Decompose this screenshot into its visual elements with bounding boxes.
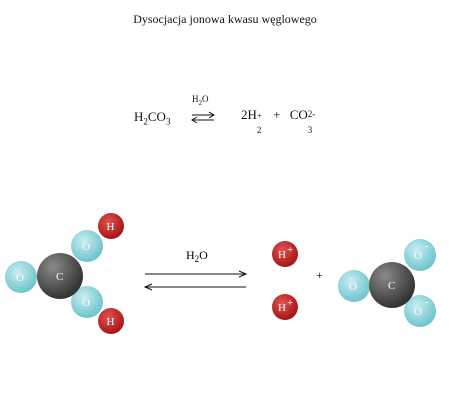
- forward-arrow-head: [208, 111, 215, 119]
- diagram-backward-arrow-head: [143, 283, 153, 291]
- carbonate-oxygen-label-left: O: [349, 281, 357, 293]
- carbonate-oxygen-label-lower: O: [414, 306, 422, 318]
- diagram-title: Dysocjacja jonowa kwasu węglowego: [133, 12, 317, 26]
- hydrogen-ion-label-bottom: H: [278, 302, 286, 314]
- hydrogen-atom-bottom: [98, 308, 124, 334]
- carbonate-ion: O O - O - C: [338, 239, 436, 327]
- hydrogen-ion-charge-top: +: [287, 244, 293, 256]
- hydrogen-ion-bottom: [272, 294, 298, 320]
- hydrogen-ion-charge-bottom: +: [287, 297, 293, 309]
- carbonic-acid-molecule: H O O O H C: [5, 213, 124, 334]
- carbonate-oxygen-upper: [404, 239, 436, 271]
- carbonate-charge-upper: -: [425, 240, 429, 252]
- carbonate-oxygen-label-upper: O: [414, 250, 422, 262]
- carbonate-oxygen-left: [338, 270, 370, 302]
- hydrogen-ions: H + H +: [272, 241, 298, 320]
- oxygen-label-upper: O: [82, 241, 90, 253]
- equation-plus: +: [273, 107, 281, 122]
- carbon-atom: [37, 253, 83, 299]
- carbonate-charge-lower: -: [425, 296, 429, 308]
- hydrogen-ion-label-top: H: [278, 249, 286, 261]
- carbonate-carbon-label: C: [388, 280, 395, 292]
- hydrogen-label-bottom: H: [107, 316, 115, 328]
- oxygen-atom-left: [5, 261, 37, 293]
- oxygen-atom-upper: [71, 230, 103, 262]
- hydrogen-ion-top: [272, 241, 298, 267]
- solvent-label-top: H2O: [192, 94, 209, 107]
- backward-arrow-head: [191, 116, 198, 124]
- oxygen-atom-lower: [71, 286, 103, 318]
- hydrogen-atom-top: [98, 213, 124, 239]
- oxygen-label-lower: O: [82, 297, 90, 309]
- hydrogen-label-top: H: [107, 221, 115, 233]
- solvent-label: H2O: [186, 248, 208, 264]
- oxygen-label-left: O: [16, 272, 24, 284]
- carbonate-oxygen-lower: [404, 295, 436, 327]
- acid-formula: H2CO3: [134, 109, 171, 127]
- diagram-plus: +: [316, 268, 323, 282]
- carbonate-carbon-atom: [369, 262, 415, 308]
- diagram-forward-arrow-head: [238, 270, 248, 278]
- carbon-label: C: [56, 271, 63, 283]
